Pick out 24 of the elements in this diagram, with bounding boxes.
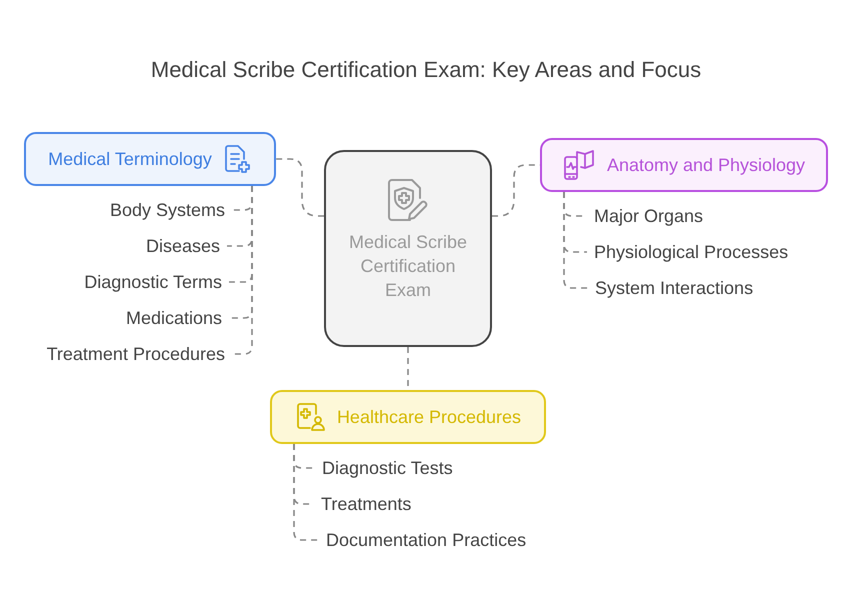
topic-box: [540, 138, 828, 192]
subtopic-text: Diseases: [146, 234, 220, 258]
dashed-connector: [232, 186, 253, 355]
center-title: Medical Scribe Certification Exam: [348, 231, 468, 302]
subtopic-text: Treatments: [321, 492, 412, 516]
diagram-title: Medical Scribe Certification Exam: Key Areas and Focus: [150, 56, 702, 84]
topic-title: Healthcare Procedures: [336, 406, 522, 428]
topic-box: [270, 390, 546, 444]
subtopic-text: System Interactions: [595, 276, 754, 300]
subtopic-text: Documentation Practices: [326, 528, 526, 552]
dashed-connector: [276, 158, 324, 217]
subtopic-text: Diagnostic Tests: [322, 456, 453, 480]
subtopic-text: Medications: [126, 306, 222, 330]
dashed-connector: [293, 444, 319, 541]
subtopic-text: Physiological Processes: [594, 240, 788, 264]
subtopic-text: Body Systems: [110, 198, 225, 222]
subtopic-text: Major Organs: [594, 204, 704, 228]
topic-box: [24, 132, 276, 186]
subtopic-text: Diagnostic Terms: [84, 270, 222, 294]
topic-title: Medical Terminology: [48, 148, 212, 171]
topic-title: Anatomy and Physiology: [606, 154, 806, 177]
center-box: [324, 150, 492, 347]
dashed-connector: [563, 192, 588, 289]
subtopic-text: Treatment Procedures: [46, 342, 225, 366]
